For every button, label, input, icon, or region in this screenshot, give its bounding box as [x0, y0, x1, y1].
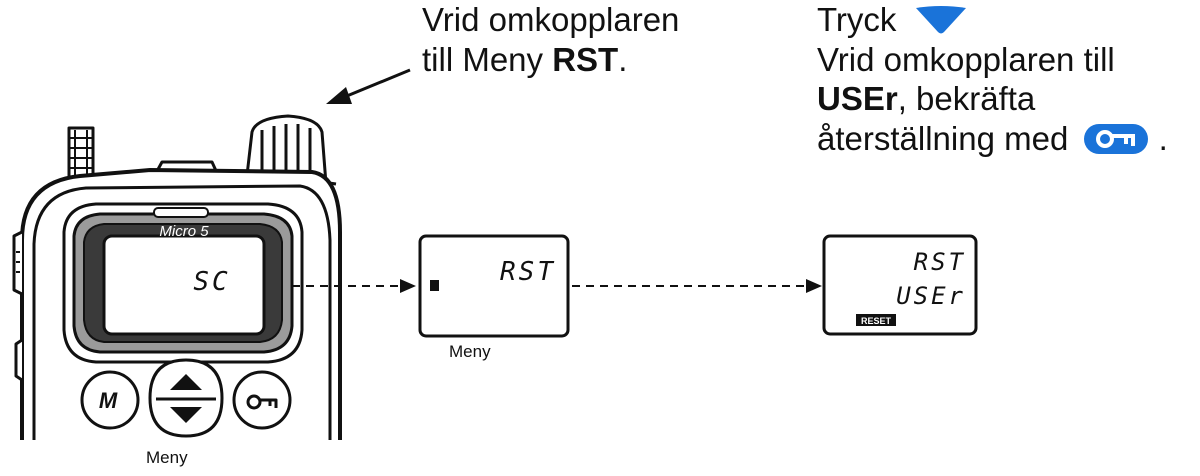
step1-instruction: Vrid omkopplaren till Meny RST.: [422, 0, 679, 79]
device-buttons: [80, 358, 292, 438]
step2-line3: USEr, bekräfta: [817, 80, 1036, 118]
device-display-text: SC: [193, 267, 230, 297]
device-caption: Meny: [146, 448, 188, 467]
step2-line1: Tryck: [817, 0, 1168, 40]
flow-arrow-1: [292, 279, 416, 293]
display-user-line1: RST: [914, 248, 966, 276]
device-m-button-label: M: [99, 388, 118, 413]
display-user: [822, 234, 978, 336]
flow-arrow-2: [572, 279, 822, 293]
step2-line2: Vrid omkopplaren till: [817, 40, 1115, 78]
reset-badge: RESET: [861, 316, 892, 326]
device-brand: Micro 5: [159, 223, 209, 240]
display-rst: [418, 234, 570, 338]
display-user-line2: USEr: [896, 282, 966, 310]
user-label: USEr: [817, 80, 898, 118]
down-triangle-button-icon: [915, 6, 966, 34]
device-key-icon: [246, 394, 278, 410]
key-button-icon: [1084, 123, 1149, 154]
step2-instruction: Tryck Vrid omkopplaren till USEr, bekräf…: [817, 0, 1168, 158]
step1-line1: Vrid omkopplaren: [422, 1, 680, 38]
device-display: [62, 202, 304, 364]
display-rst-text: RST: [500, 257, 556, 287]
display-rst-caption: Meny: [449, 342, 491, 361]
menu-rst-label: RST: [552, 40, 619, 78]
pointer-arrow: [326, 68, 411, 104]
step2-line4: återställning med .: [817, 119, 1168, 157]
step1-line2: till Meny RST.: [422, 40, 628, 78]
radio-device: [12, 114, 342, 440]
